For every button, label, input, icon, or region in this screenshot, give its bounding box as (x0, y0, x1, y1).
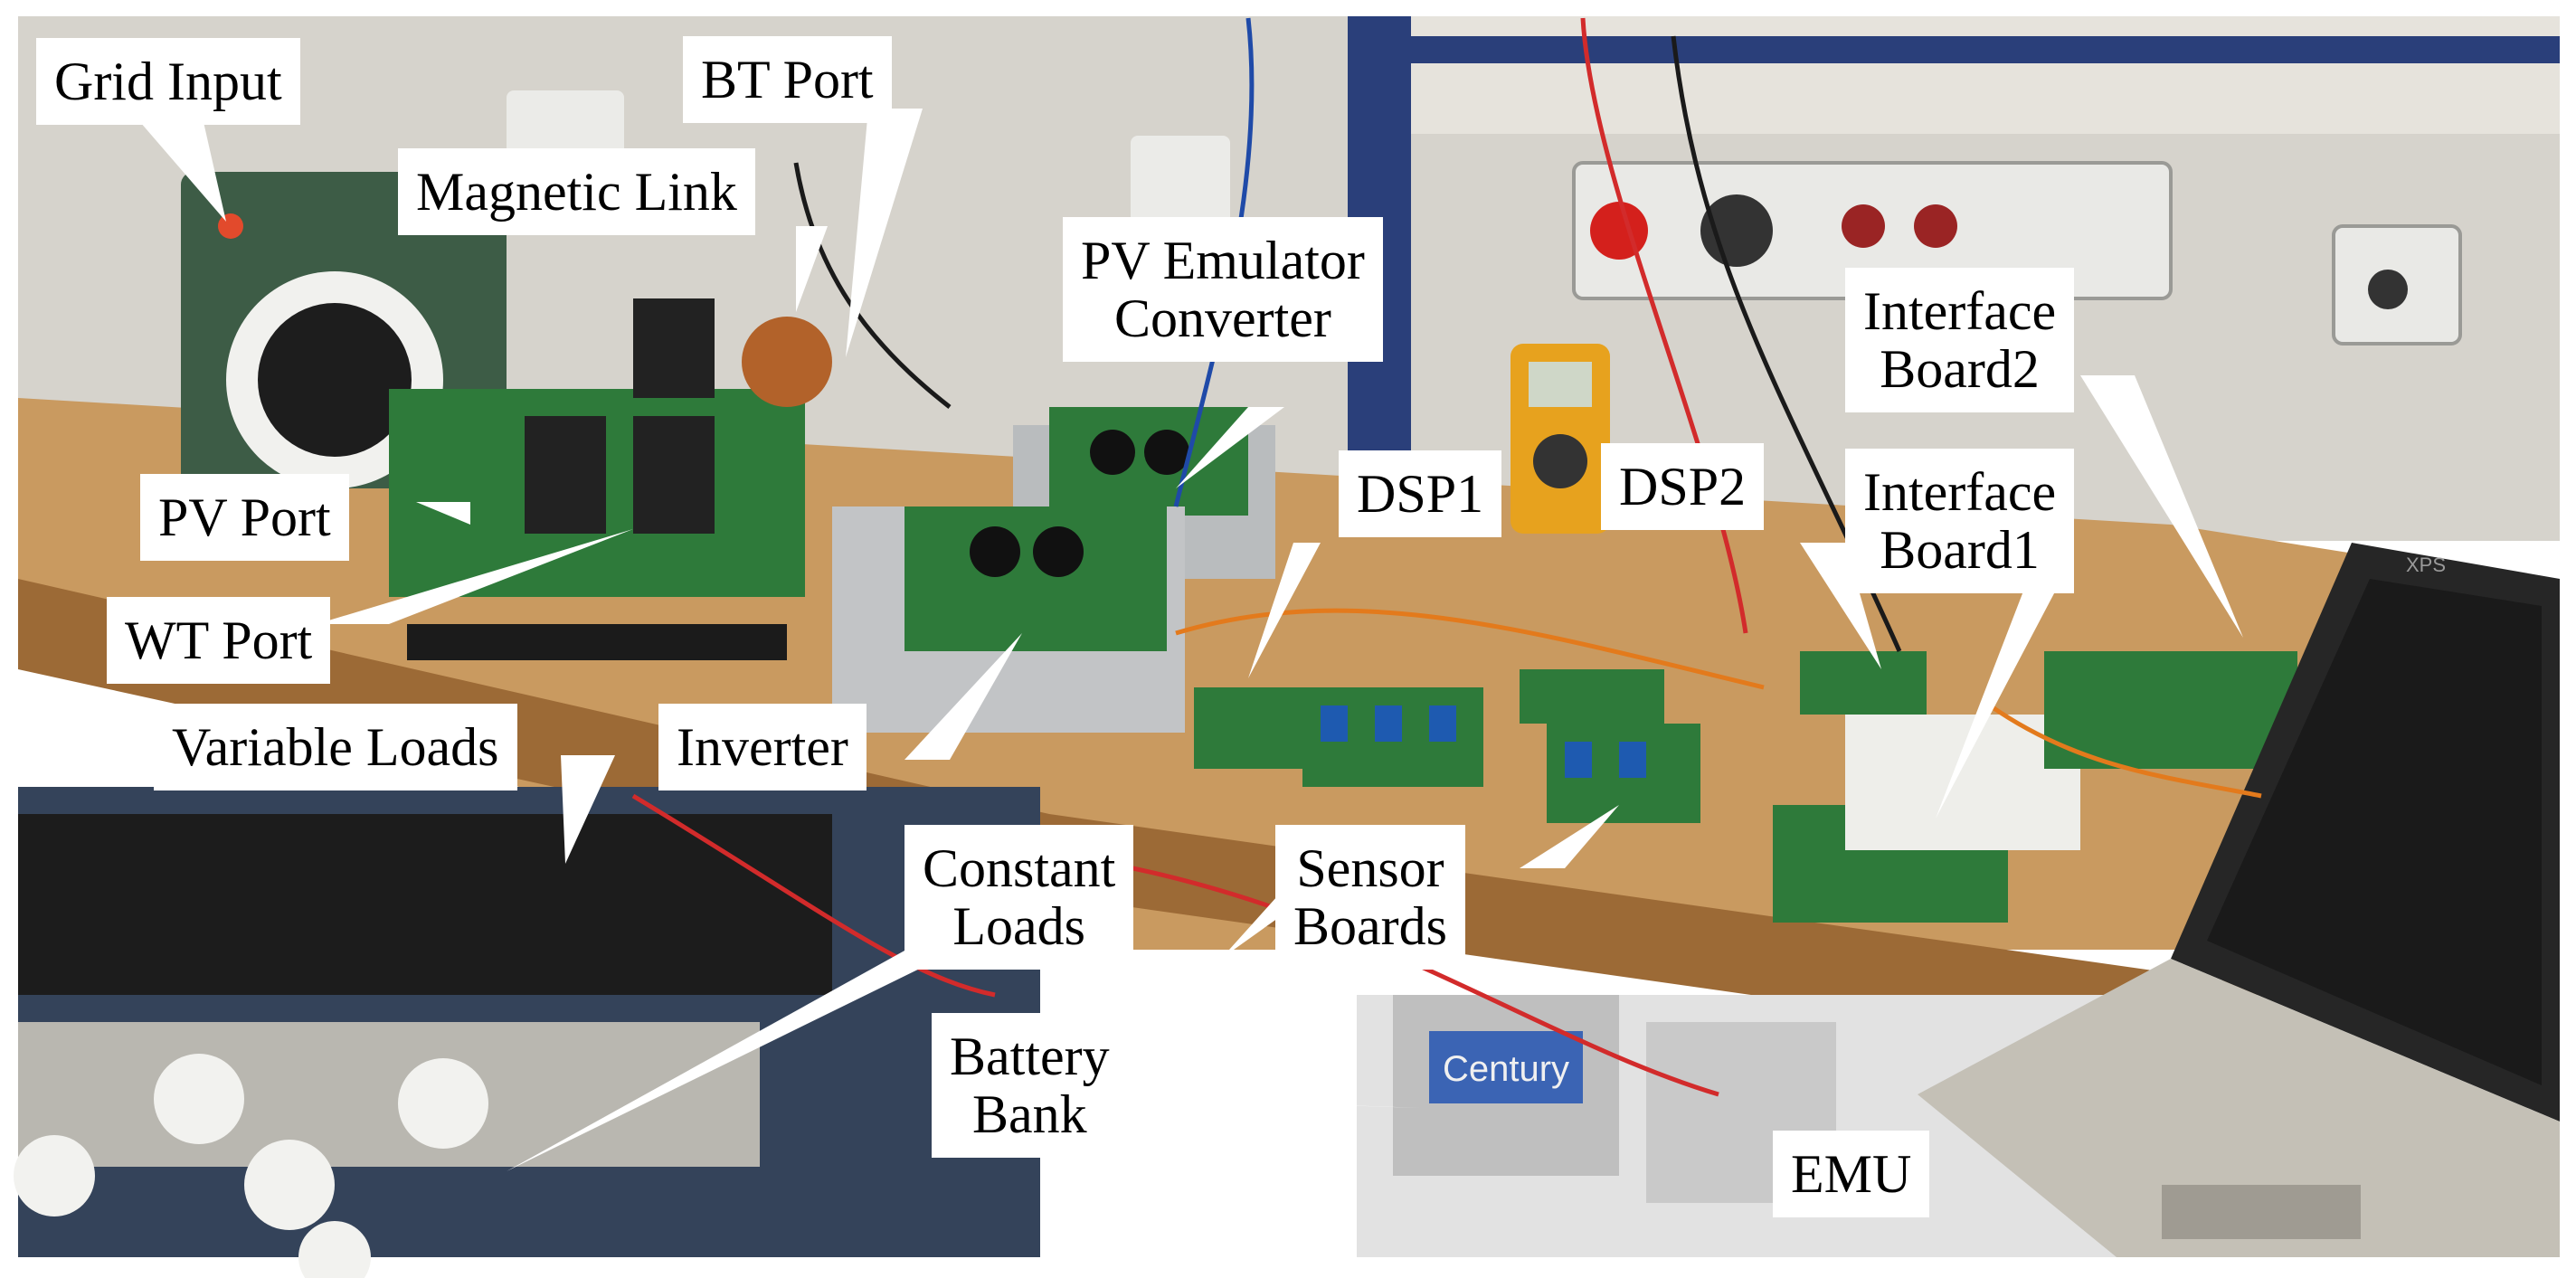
label-magnetic-link: Magnetic Link (398, 148, 755, 235)
label-sensor-boards: Sensor Boards (1275, 825, 1465, 970)
label-wt-port: WT Port (107, 597, 331, 684)
label-interface-board2-line1: Interface (1863, 281, 2057, 341)
label-battery-bank-line1: Battery (950, 1027, 1110, 1086)
label-constant-loads-line2: Loads (952, 896, 1085, 956)
label-pv-emulator-converter-line1: PV Emulator (1081, 231, 1365, 290)
label-inverter: Inverter (658, 704, 867, 790)
label-pv-port: PV Port (140, 474, 349, 561)
magnetic-link-toroid (742, 317, 832, 407)
label-interface-board1-line2: Board1 (1880, 520, 2040, 580)
label-interface-board1-line1: Interface (1863, 462, 2057, 522)
interface-board2 (2044, 651, 2297, 769)
dsp2-board (1520, 669, 1664, 724)
label-pv-emulator-converter-line2: Converter (1113, 289, 1331, 348)
battery-brand-text: Century (1443, 1049, 1569, 1089)
label-emu: EMU (1773, 1131, 1930, 1217)
label-constant-loads-line1: Constant (923, 838, 1116, 898)
label-interface-board2-line2: Board2 (1880, 339, 2040, 399)
callout-lines (140, 109, 2243, 1171)
label-interface-board1: Interface Board1 (1845, 449, 2075, 593)
laptop-base (1918, 959, 2560, 1257)
label-dsp1: DSP1 (1339, 450, 1502, 537)
label-sensor-boards-line1: Sensor (1296, 838, 1444, 898)
label-dsp2: DSP2 (1601, 443, 1765, 530)
variable-load-rheostats (18, 814, 832, 995)
label-bt-port: BT Port (683, 36, 892, 123)
constant-load-bulbs (14, 1054, 488, 1278)
label-grid-input: Grid Input (36, 38, 300, 125)
label-pv-emulator-converter: PV Emulator Converter (1063, 217, 1383, 362)
label-sensor-boards-line2: Boards (1293, 896, 1447, 956)
laptop-brand-text: XPS (2406, 554, 2446, 576)
label-constant-loads: Constant Loads (904, 825, 1134, 970)
label-battery-bank-line2: Bank (971, 1084, 1087, 1144)
label-interface-board2: Interface Board2 (1845, 268, 2075, 412)
label-battery-bank: Battery Bank (932, 1013, 1128, 1158)
label-variable-loads: Variable Loads (154, 704, 517, 790)
